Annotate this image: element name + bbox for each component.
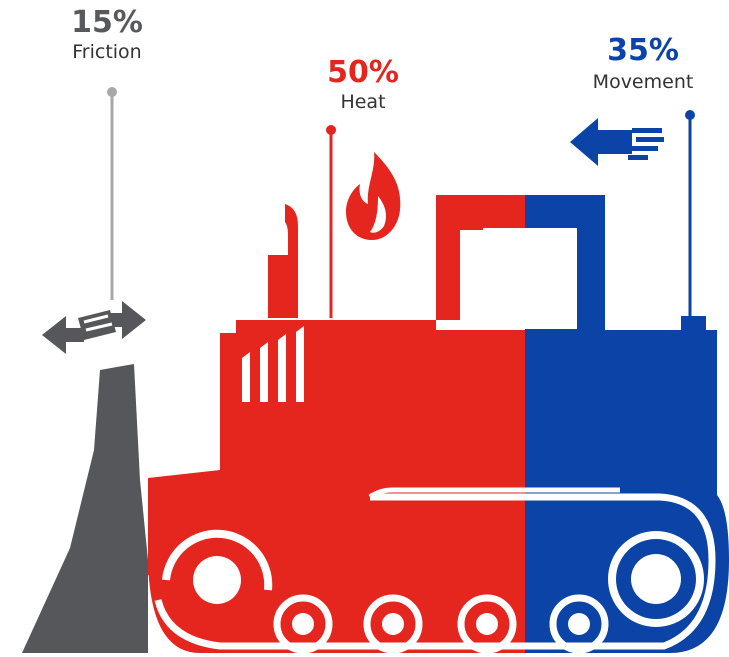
friction-percent: 15% — [71, 5, 143, 40]
front-wheel-red — [162, 529, 273, 604]
heat-pointer — [326, 125, 336, 318]
friction-exhaust-shape — [22, 364, 148, 653]
cab-window — [483, 228, 577, 329]
movement-percent: 35% — [607, 33, 679, 68]
friction-label: Friction — [72, 41, 142, 63]
double-arrow-icon — [42, 301, 146, 354]
wheels-blue — [549, 531, 704, 654]
movement-pointer — [685, 110, 695, 318]
vents — [242, 326, 304, 402]
heat-label: Heat — [340, 91, 386, 113]
movement-label: Movement — [592, 71, 694, 93]
track-outline — [154, 493, 716, 650]
small-wheels-red — [273, 594, 517, 654]
friction-pointer — [107, 87, 117, 300]
speed-arrow-icon — [570, 118, 664, 166]
flame-icon — [346, 152, 401, 240]
chimney — [268, 204, 298, 318]
heat-percent: 50% — [327, 55, 399, 90]
